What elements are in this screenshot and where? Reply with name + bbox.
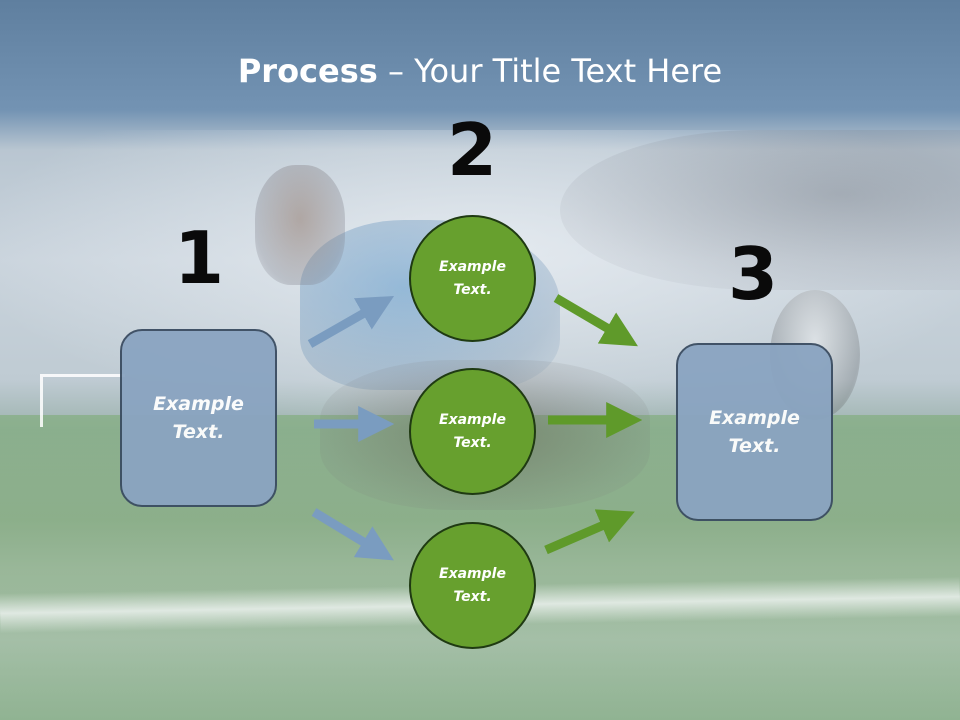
arrow-blue-down bbox=[311, 508, 394, 561]
slide-title: Process – Your Title Text Here bbox=[0, 52, 960, 90]
title-rest: – Your Title Text Here bbox=[377, 52, 723, 90]
background-goalpost bbox=[40, 374, 125, 427]
arrow-green-up bbox=[544, 509, 635, 555]
background-goalkeeper-arm bbox=[560, 130, 960, 290]
arrow-blue-up bbox=[307, 295, 395, 348]
background-player-head bbox=[255, 165, 345, 285]
title-bold: Process bbox=[237, 52, 378, 90]
step-number-3: 3 bbox=[727, 232, 779, 316]
arrow-green-down bbox=[553, 294, 638, 347]
step-number-1: 1 bbox=[173, 216, 225, 300]
step-number-2: 2 bbox=[446, 108, 498, 192]
